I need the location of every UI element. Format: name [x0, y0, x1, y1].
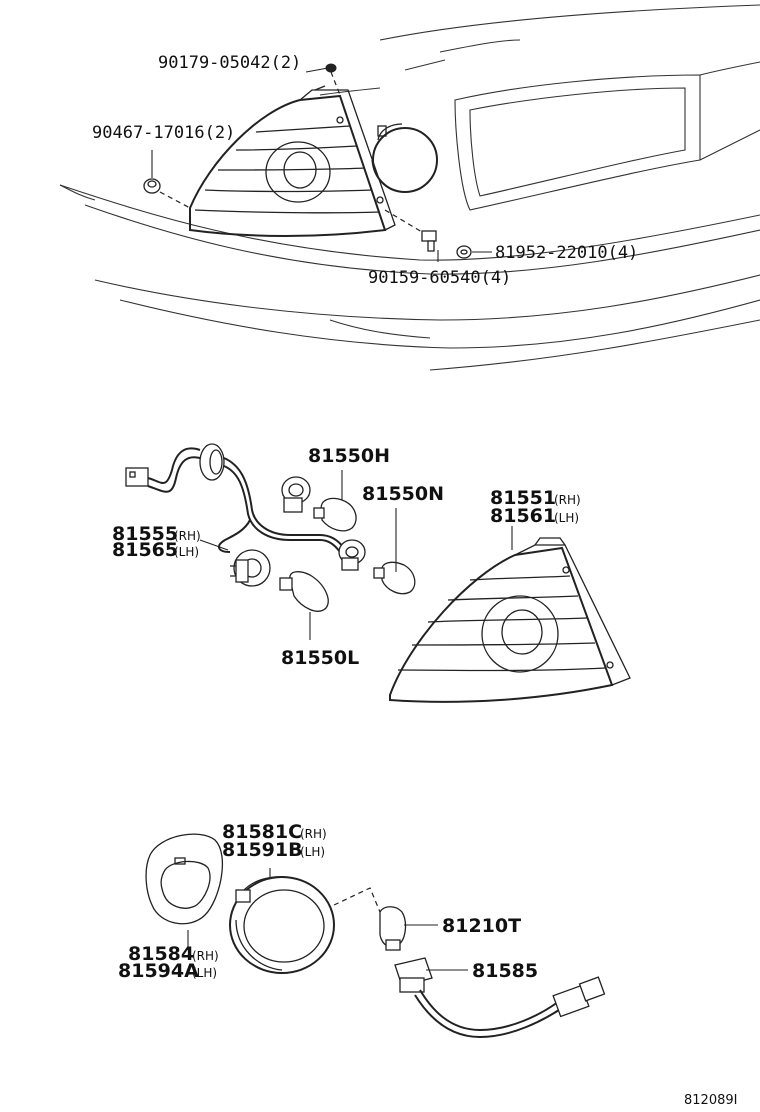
diagram-code: 812089I: [684, 1093, 737, 1108]
tail-lamp-lens: [389, 537, 631, 703]
label-81591B-side: (LH): [300, 845, 325, 859]
label-81581C-side: (RH): [300, 827, 327, 841]
label-81210T: 81210T: [442, 915, 521, 937]
socket-81585: [394, 957, 606, 1039]
label-90467: 90467-17016(2): [92, 123, 235, 143]
bulb-81550N-icon: [373, 561, 416, 595]
label-90159: 90159-60540(4): [368, 268, 511, 288]
tail-lamp-upper: [189, 85, 396, 237]
label-81555-side: (RH): [174, 529, 201, 543]
label-81952: 81952-22010(4): [495, 243, 638, 263]
license-lamp-upper: [371, 123, 438, 193]
label-81594A-side: (LH): [192, 966, 217, 980]
screw-90467-icon: [143, 178, 161, 194]
label-81561-side: (LH): [554, 511, 579, 525]
label-81591B: 81591B: [222, 839, 303, 861]
label-81565-side: (LH): [174, 545, 199, 559]
label-81594A: 81594A: [118, 960, 199, 982]
label-81565: 81565: [112, 539, 178, 561]
bolt-90159-icon: [421, 230, 437, 252]
label-81581C: 81581C: [222, 821, 302, 843]
label-81555: 81555: [112, 523, 178, 545]
socket-81550H: [281, 476, 311, 513]
bulb-81550L-icon: [279, 571, 329, 612]
vehicle-body-outline: [59, 4, 760, 371]
bulb-81210T-icon: [379, 906, 407, 951]
label-90179: 90179-05042(2): [158, 53, 301, 73]
label-81584: 81584: [128, 943, 194, 965]
bulb-81550H-icon: [313, 497, 357, 532]
label-81585: 81585: [472, 960, 538, 982]
label-81561: 81561: [490, 505, 556, 527]
label-81584-side: (RH): [192, 949, 219, 963]
lamp-cover-81584: [145, 833, 223, 925]
label-81550N: 81550N: [362, 483, 444, 505]
label-81551-side: (RH): [554, 493, 581, 507]
socket-81550L: [230, 549, 271, 587]
socket-81550N: [338, 539, 366, 571]
label-81550L: 81550L: [281, 647, 359, 669]
license-lamp-81581C: [229, 876, 335, 974]
label-81550H: 81550H: [308, 445, 390, 467]
nut-81952-icon: [456, 245, 472, 259]
label-81551: 81551: [490, 487, 556, 509]
